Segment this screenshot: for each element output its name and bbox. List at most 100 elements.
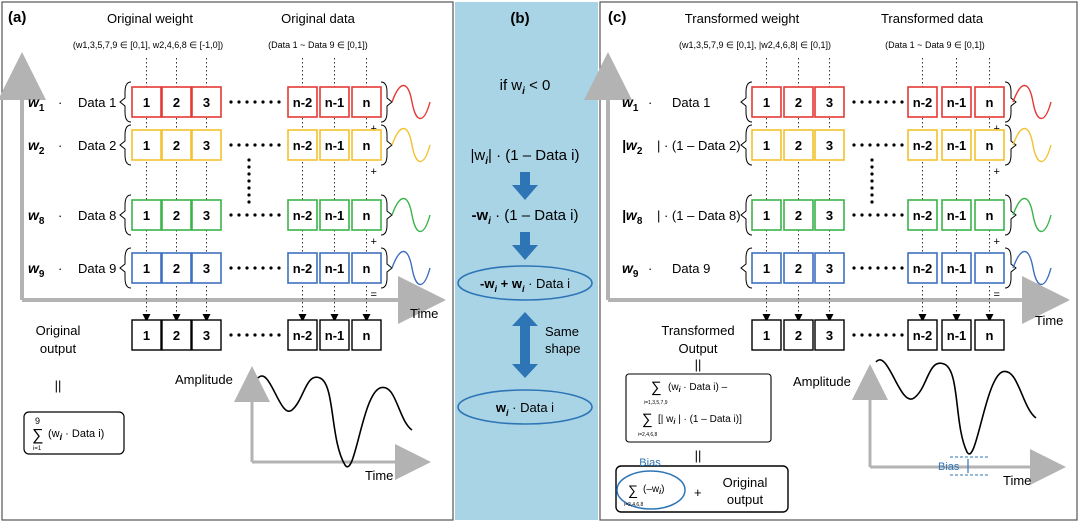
plus-sign: + (994, 236, 1000, 248)
panel-a-data-range: (Data 1 ~ Data 9 ∈ [0,1]) (268, 40, 368, 50)
data-cell-label: 3 (203, 95, 210, 110)
data-cell-label: 1 (143, 138, 150, 153)
ellipsis-dot (269, 143, 273, 147)
vertical-ellipsis-dot (870, 172, 874, 176)
data-cell (287, 252, 318, 284)
panel-c-bias-sum: (–wi) (643, 484, 664, 496)
ellipsis-dot (868, 143, 872, 147)
panel-c-time-label: Time (1035, 313, 1063, 328)
left-brace (740, 247, 753, 289)
data-cell (161, 86, 192, 118)
ellipsis-dot (852, 333, 856, 337)
panel-c-original-2: output (727, 492, 764, 507)
ellipsis-dot (261, 213, 265, 217)
data-cell-label: n-1 (947, 95, 967, 110)
panel-b-step4: wi · Data i (495, 400, 554, 418)
panel-c: (c) Transformed weight Transformed data … (584, 1, 1078, 521)
sum-symbol: ∑ (32, 427, 43, 444)
sine-wave (391, 84, 431, 120)
panel-b-step1: |wi| · (1 – Data i) (471, 147, 580, 167)
plus-sign: + (371, 236, 377, 248)
ellipsis-dot (277, 266, 281, 270)
ellipsis-dot (860, 333, 864, 337)
data-cell (907, 129, 938, 161)
vertical-ellipsis-dot (247, 200, 251, 204)
output-cell-label: n-2 (293, 328, 313, 343)
ellipsis-dot (245, 213, 249, 217)
ellipsis-dot (876, 143, 880, 147)
multiply-dot: · (58, 138, 62, 153)
data-cell-label: 2 (173, 138, 180, 153)
data-cell-label: 1 (143, 261, 150, 276)
data-cell-label: 2 (795, 95, 802, 110)
vertical-ellipsis-dot (247, 158, 251, 162)
output-cell-label: 1 (143, 328, 150, 343)
ellipsis-dot (876, 100, 880, 104)
panel-a-amp-time: Time (365, 468, 393, 483)
data-cell-label: n-1 (325, 208, 345, 223)
data-cell (287, 129, 318, 161)
sine-wave (391, 250, 431, 286)
ellipsis-dot (237, 333, 241, 337)
ellipsis-dot (229, 213, 233, 217)
data-cell (814, 199, 845, 231)
data-cell (319, 86, 350, 118)
data-cell-label: n-1 (947, 261, 967, 276)
data-cell-label: n-2 (293, 261, 313, 276)
data-cell-label: 1 (763, 138, 770, 153)
ellipsis-dot (868, 333, 872, 337)
ellipsis-dot (237, 100, 241, 104)
data-cell-label: 2 (795, 261, 802, 276)
data-cell-label: n-2 (913, 138, 933, 153)
data-cell (351, 86, 382, 118)
ellipsis-dot (253, 213, 257, 217)
data-cell-label: 3 (826, 261, 833, 276)
output-cell (974, 319, 1005, 351)
panel-b: (b) if wi < 0 |wi| · (1 – Data i) -wi · … (455, 2, 598, 520)
ellipsis-dot (852, 266, 856, 270)
data-cell (161, 129, 192, 161)
data-cell (941, 86, 972, 118)
output-cell (751, 319, 782, 351)
ellipsis-dot (892, 213, 896, 217)
panel-a-weight-title: Original weight (107, 11, 193, 26)
weight-label: |w8 (622, 207, 643, 227)
data-cell (814, 129, 845, 161)
ellipsis-dot (900, 100, 904, 104)
output-cell (351, 319, 382, 351)
ellipsis-dot (277, 143, 281, 147)
ellipsis-dot (261, 333, 265, 337)
panel-a-output-label-1: Original (36, 323, 81, 338)
data-cell-label: n-2 (293, 95, 313, 110)
ellipsis-dot (253, 333, 257, 337)
left-brace (119, 81, 132, 123)
plus-sign: + (371, 123, 377, 135)
panel-a-sum-box (23, 411, 125, 455)
ellipsis-dot (860, 266, 864, 270)
data-cell-label: n-2 (293, 208, 313, 223)
data-cell (751, 252, 782, 284)
weight-label: w9 (28, 260, 45, 280)
data-cell (319, 252, 350, 284)
data-cell (751, 86, 782, 118)
ellipsis-dot (245, 266, 249, 270)
ellipsis-dot (876, 213, 880, 217)
ellipsis-dot (852, 100, 856, 104)
panel-a-amp-label: Amplitude (175, 372, 233, 387)
ellipsis-dot (884, 213, 888, 217)
data-cell-label: 3 (203, 138, 210, 153)
data-cell (941, 252, 972, 284)
ellipsis-dot (229, 143, 233, 147)
data-cell-label: n (986, 208, 994, 223)
panel-c-bias-ellipse (616, 470, 686, 510)
data-cell-label: n-2 (913, 95, 933, 110)
panel-b-ellipse-2 (457, 389, 593, 425)
data-cell-label: 3 (203, 208, 210, 223)
data-cell-label: 1 (143, 95, 150, 110)
right-brace (1004, 124, 1017, 166)
data-label: Data 8 (78, 208, 116, 223)
weight-label: w9 (622, 260, 639, 280)
weight-label: w1 (622, 94, 639, 114)
output-cell (191, 319, 222, 351)
